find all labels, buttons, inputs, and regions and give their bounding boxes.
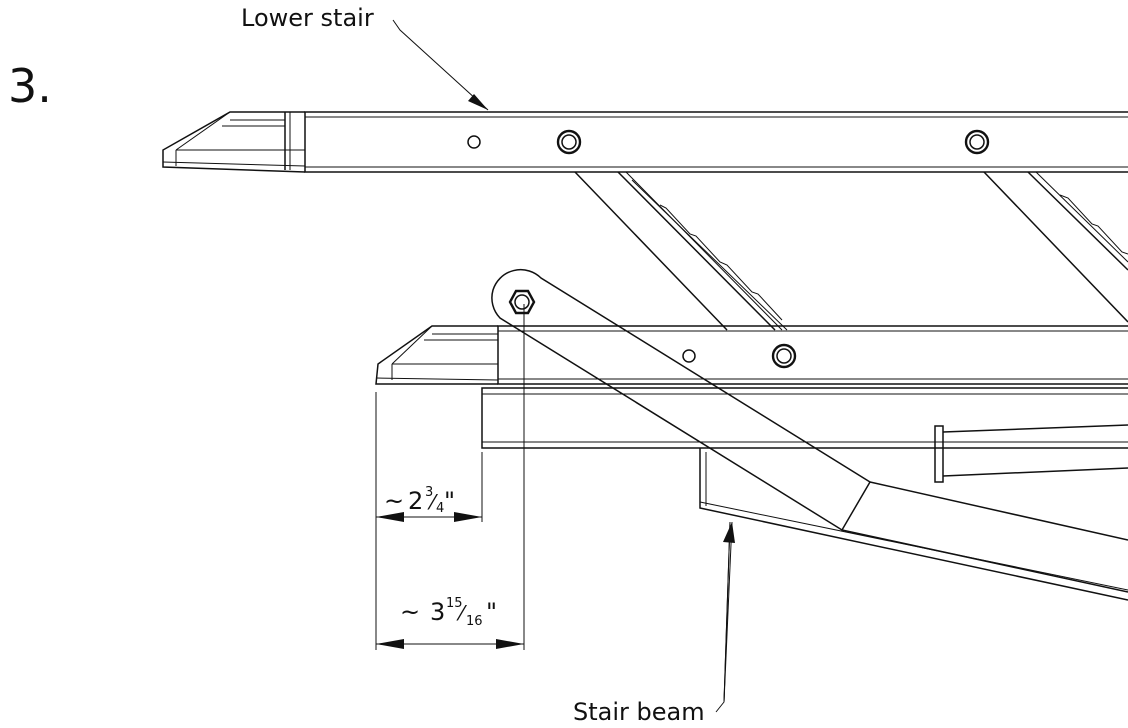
lower-rail — [375, 325, 1128, 385]
bolt-hole — [556, 129, 582, 155]
small-hole — [467, 135, 481, 149]
hex-bolt — [508, 289, 536, 315]
leader-lower-stair — [392, 19, 489, 111]
dimension-label-short: ~ 2 3 ⁄ 4 " — [384, 474, 455, 518]
step-number: 3. — [8, 59, 52, 113]
dimension-label-long: ~ 3 15 ⁄ 16 " — [400, 585, 497, 631]
callout-stair-beam: Stair beam — [573, 698, 705, 726]
dimension-lines — [375, 304, 525, 650]
small-hole — [682, 349, 696, 363]
bolt-hole — [771, 343, 797, 369]
lower-stair-rail — [162, 111, 1128, 173]
bolt-hole — [964, 129, 990, 155]
stair-beam — [481, 387, 1128, 601]
diagonal-struts — [574, 171, 1128, 331]
link-arm — [491, 268, 1128, 593]
callout-lower-stair: Lower stair — [241, 4, 374, 32]
leader-stair-beam — [715, 521, 735, 713]
